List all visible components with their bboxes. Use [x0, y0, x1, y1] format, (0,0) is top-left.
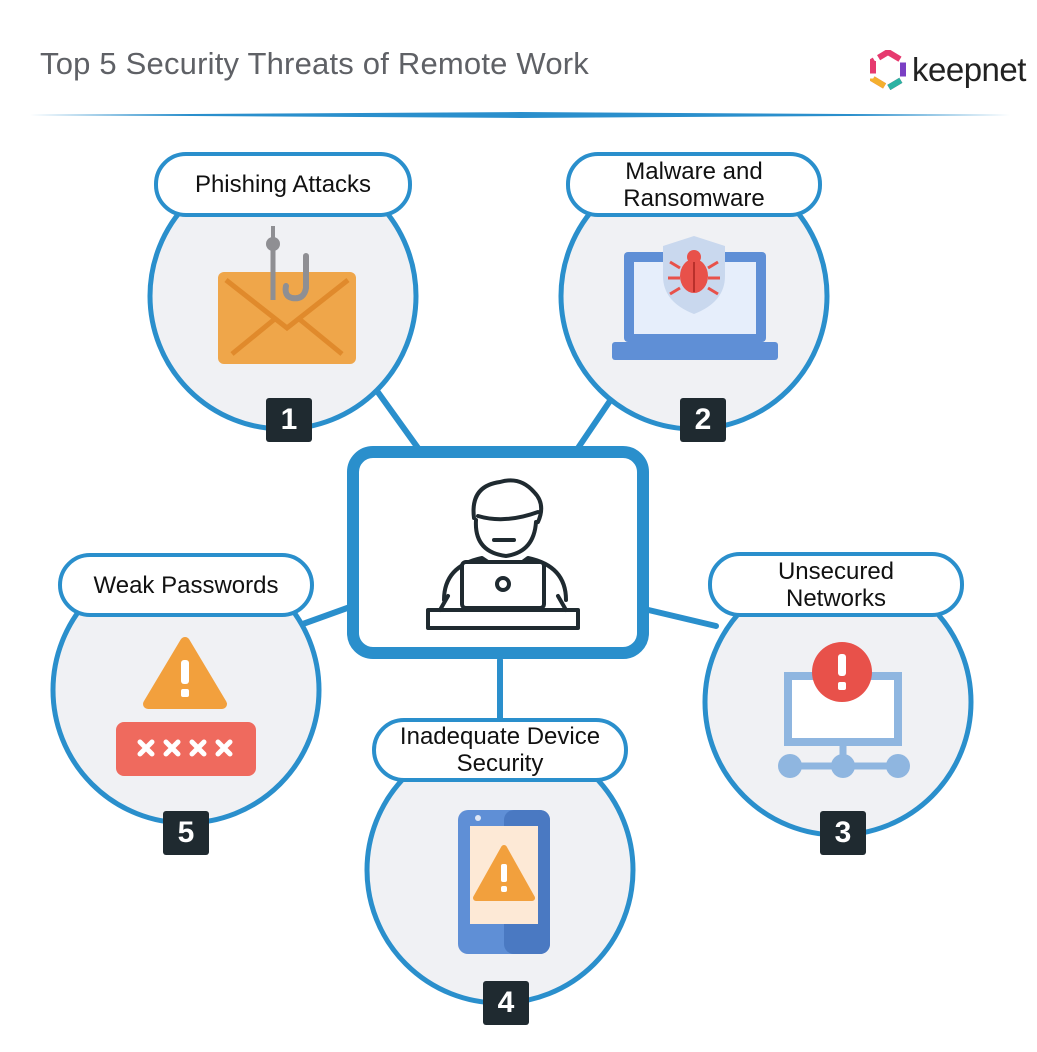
network-alert-icon [778, 642, 910, 778]
threat-number-badge-2: 2 [680, 398, 726, 442]
header-divider [30, 112, 1010, 118]
threat-label-5: Weak Passwords [58, 553, 314, 617]
laptop-malware-icon [612, 236, 778, 360]
keepnet-logo-icon [870, 50, 906, 90]
phone-warning-icon [458, 810, 550, 954]
page-title: Top 5 Security Threats of Remote Work [40, 46, 589, 81]
threat-number-badge-5: 5 [163, 811, 209, 855]
threat-number-badge-4: 4 [483, 981, 529, 1025]
phishing-envelope-icon [218, 226, 356, 364]
threat-number-badge-3: 3 [820, 811, 866, 855]
remote-worker-icon [426, 478, 580, 630]
keepnet-logo: keepnet [868, 48, 1026, 92]
threat-label-2: Malware and Ransomware [566, 152, 822, 217]
threat-label-3: Unsecured Networks [708, 552, 964, 617]
threat-label-1: Phishing Attacks [154, 152, 412, 217]
threat-number-badge-1: 1 [266, 398, 312, 442]
weak-password-icon [116, 637, 256, 776]
logo-text: keepnet [912, 51, 1026, 88]
threat-label-4: Inadequate Device Security [372, 718, 628, 782]
